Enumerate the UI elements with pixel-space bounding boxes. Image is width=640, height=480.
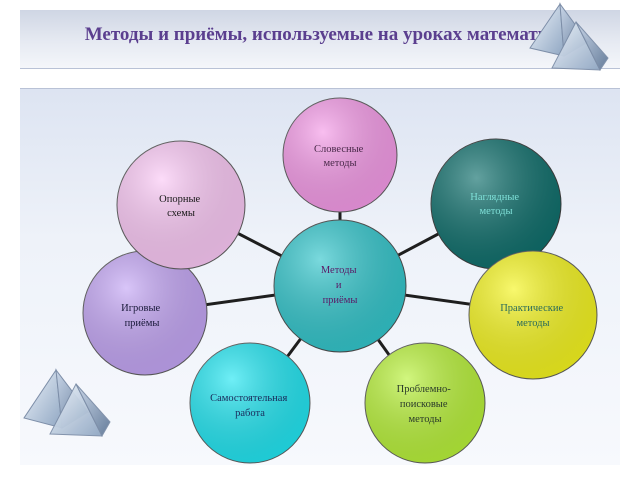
title-band: Методы и приёмы, используемые на уроках …: [20, 10, 620, 69]
center-label: Методы и приёмы: [321, 265, 359, 306]
node-prakticheskie: Практические методы: [468, 250, 598, 380]
center-label-line: и: [336, 280, 342, 291]
node-problemno: Проблемно- поисковые методы: [364, 342, 486, 464]
node-label-line: Наглядные: [470, 192, 519, 203]
node-label-line: приёмы: [125, 318, 160, 329]
page-title: Методы и приёмы, используемые на уроках …: [84, 24, 576, 45]
node-label-line: работа: [235, 408, 265, 419]
node-label-line: методы: [516, 318, 549, 329]
pyramid-icon: [23, 368, 111, 438]
node-igrovye: Игровые приёмы: [82, 250, 208, 376]
node-label-line: схемы: [167, 208, 195, 219]
node-slovesnye: Словесные методы: [282, 97, 398, 213]
node-label: Практические методы: [500, 303, 566, 329]
node-label: Самостоятельная работа: [210, 393, 290, 419]
node-label: Словесные методы: [314, 144, 366, 169]
node-label-line: Самостоятельная: [210, 393, 287, 404]
node-label-line: поисковые: [400, 399, 448, 410]
node-samostoyatelnaya: Самостоятельная работа: [189, 342, 311, 464]
node-label: Опорные схемы: [159, 194, 203, 219]
node-label-line: Игровые: [121, 303, 160, 314]
node-label: Игровые приёмы: [121, 303, 163, 329]
node-label-line: методы: [479, 206, 512, 217]
node-label-line: Опорные: [159, 194, 200, 205]
node-opornye: Опорные схемы: [116, 140, 246, 270]
node-naglyadnye: Наглядные методы: [430, 138, 562, 270]
node-label-line: Проблемно-: [397, 384, 452, 395]
center-label-line: приёмы: [323, 295, 358, 306]
node-label: Проблемно- поисковые методы: [397, 384, 454, 425]
center-label-line: Методы: [321, 265, 357, 276]
node-label-line: Словесные: [314, 144, 364, 155]
pyramid-icon: [529, 2, 609, 71]
node-label-line: методы: [408, 414, 441, 425]
node-center: Методы и приёмы: [273, 219, 407, 353]
node-label-line: методы: [323, 158, 356, 169]
node-label: Наглядные методы: [470, 192, 521, 217]
node-label-line: Практические: [500, 303, 563, 314]
